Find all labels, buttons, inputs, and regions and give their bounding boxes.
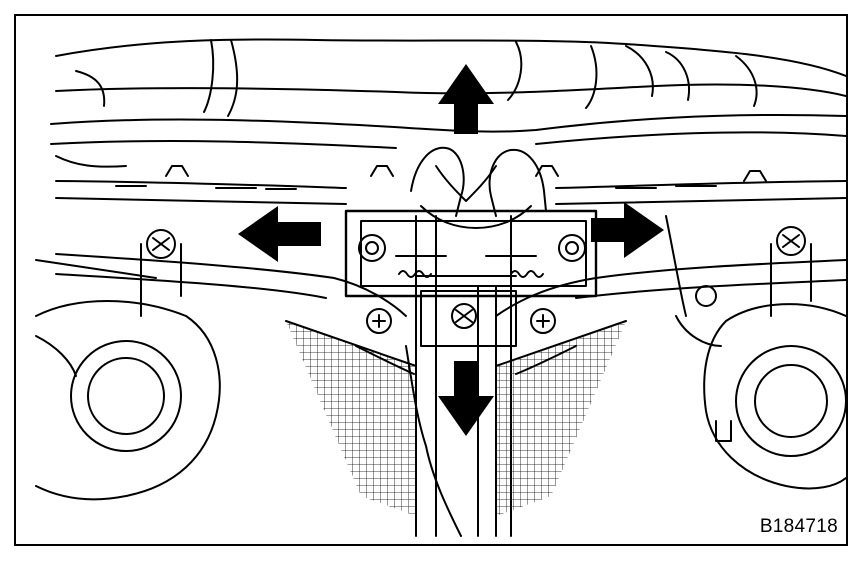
arrow-left-icon xyxy=(238,206,321,262)
figure-reference-code: B184718 xyxy=(759,516,838,537)
hood-lock-assembly xyxy=(344,146,598,537)
arrow-up-icon xyxy=(438,64,494,134)
arrow-right-icon xyxy=(591,202,664,258)
horn-right xyxy=(665,215,846,490)
hood-lock-illustration xyxy=(35,38,846,537)
horn-left xyxy=(35,229,221,501)
figure-frame: B184718 xyxy=(14,14,848,546)
arrow-down-icon xyxy=(438,361,494,436)
